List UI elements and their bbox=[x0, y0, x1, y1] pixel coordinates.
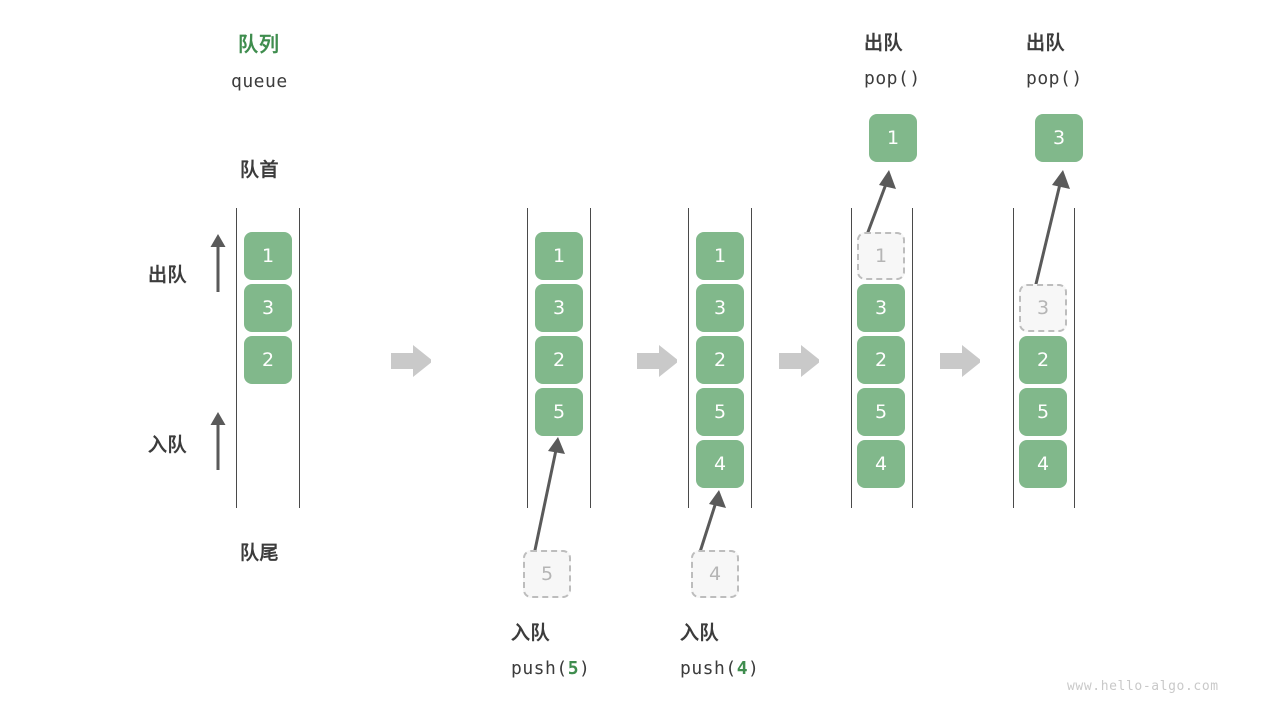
stage-separator-arrow-2-icon bbox=[637, 345, 677, 377]
stage-separator-arrow-3-icon bbox=[779, 345, 819, 377]
enqueue-label: 入队 bbox=[148, 434, 188, 456]
stage-push4-cell-3: 5 bbox=[696, 388, 744, 436]
stage-push4-cell-2: 2 bbox=[696, 336, 744, 384]
push5-code-arg: 5 bbox=[567, 658, 580, 679]
push4-code-pre: push( bbox=[680, 658, 737, 679]
stage-initial-cell-0: 1 bbox=[244, 232, 292, 280]
stage-pop3-motion-arrow-icon bbox=[1034, 170, 1070, 286]
stage-push5-cell-3: 5 bbox=[535, 388, 583, 436]
stage-push5-motion-arrow-icon bbox=[533, 437, 565, 552]
stage-pop3-cell-3: 5 bbox=[1019, 388, 1067, 436]
stage-pop1-rail-right bbox=[912, 208, 913, 508]
stage-push5-rail-right bbox=[590, 208, 591, 508]
rear-label: 队尾 bbox=[240, 542, 280, 564]
stage-separator-arrow-1-icon bbox=[391, 345, 431, 377]
stage-pop1-rail-left bbox=[851, 208, 852, 508]
stage-pop1-caption-code: pop() bbox=[864, 68, 921, 89]
stage-push5-caption-cn: 入队 bbox=[511, 622, 551, 644]
stage-push5-cell-1: 3 bbox=[535, 284, 583, 332]
stage-pop3-rail-right bbox=[1074, 208, 1075, 508]
stage-pop1-outgoing-cell: 1 bbox=[869, 114, 917, 162]
stage-pop1-cell-3: 5 bbox=[857, 388, 905, 436]
diagram-title-cn: 队列 bbox=[238, 32, 280, 56]
enqueue-direction-arrow-icon bbox=[210, 412, 226, 470]
stage-push5-cell-0: 1 bbox=[535, 232, 583, 280]
stage-separator-arrow-4-icon bbox=[940, 345, 980, 377]
stage-pop3-cell-4: 4 bbox=[1019, 440, 1067, 488]
stage-push4-rail-right bbox=[751, 208, 752, 508]
stage-pop3-rail-left bbox=[1013, 208, 1014, 508]
stage-push4-cell-0: 1 bbox=[696, 232, 744, 280]
stage-pop1-caption-cn: 出队 bbox=[864, 32, 904, 54]
stage-initial-rail-right bbox=[299, 208, 300, 508]
stage-initial-rail-left bbox=[236, 208, 237, 508]
stage-pop1-cell-2: 2 bbox=[857, 336, 905, 384]
push4-code-post: ) bbox=[748, 658, 760, 679]
watermark: www.hello-algo.com bbox=[1067, 679, 1219, 694]
stage-push4-rail-left bbox=[688, 208, 689, 508]
stage-pop3-caption-cn: 出队 bbox=[1026, 32, 1066, 54]
push4-code-arg: 4 bbox=[736, 658, 749, 679]
push5-code-post: ) bbox=[579, 658, 591, 679]
front-label: 队首 bbox=[240, 159, 280, 181]
diagram-title-en: queue bbox=[231, 71, 288, 92]
stage-push4-incoming-ghost: 4 bbox=[691, 550, 739, 598]
stage-push4-cell-1: 3 bbox=[696, 284, 744, 332]
stage-push5-incoming-ghost: 5 bbox=[523, 550, 571, 598]
dequeue-label: 出队 bbox=[148, 264, 188, 286]
stage-push5-rail-left bbox=[527, 208, 528, 508]
stage-push4-motion-arrow-icon bbox=[698, 490, 726, 554]
stage-pop3-caption-code: pop() bbox=[1026, 68, 1083, 89]
stage-push4-cell-4: 4 bbox=[696, 440, 744, 488]
dequeue-direction-arrow-icon bbox=[210, 234, 226, 292]
stage-pop3-outgoing-cell: 3 bbox=[1035, 114, 1083, 162]
stage-push5-cell-2: 2 bbox=[535, 336, 583, 384]
stage-pop1-cell-1: 3 bbox=[857, 284, 905, 332]
stage-initial-cell-2: 2 bbox=[244, 336, 292, 384]
stage-pop3-cell-1: 3 bbox=[1019, 284, 1067, 332]
push5-code-pre: push( bbox=[511, 658, 568, 679]
stage-pop1-motion-arrow-icon bbox=[866, 170, 896, 234]
stage-pop3-cell-2: 2 bbox=[1019, 336, 1067, 384]
stage-initial-cell-1: 3 bbox=[244, 284, 292, 332]
stage-push4-caption-cn: 入队 bbox=[680, 622, 720, 644]
stage-pop1-cell-4: 4 bbox=[857, 440, 905, 488]
stage-push4-caption-code: push(4) bbox=[680, 660, 759, 678]
stage-push5-caption-code: push(5) bbox=[511, 660, 590, 678]
stage-pop1-cell-0: 1 bbox=[857, 232, 905, 280]
